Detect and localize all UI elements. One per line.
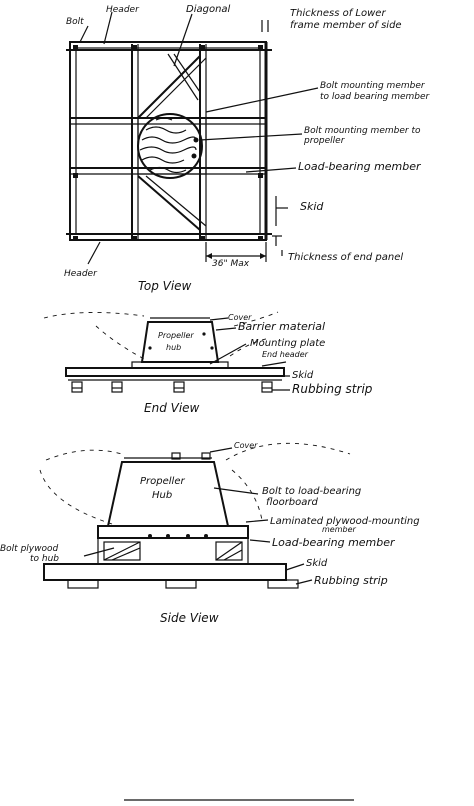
top-view: Bolt Header Diagonal Thickness of Lower … (64, 4, 431, 293)
bolt-mount-prop-label-1: Bolt mounting member to (304, 126, 421, 136)
end-hub-label-1: Propeller (158, 331, 194, 340)
side-hub-label-2: Hub (152, 490, 172, 501)
end-view-caption: End View (144, 401, 200, 415)
end-hub-label-2: hub (166, 343, 181, 352)
side-skid-label: Skid (306, 558, 328, 569)
header-bottom-label: Header (64, 269, 98, 279)
bolt-mount-prop-label-2: propeller (303, 136, 346, 146)
end-skid-label: Skid (292, 370, 314, 381)
side-view: Cover Propeller Hub Bolt to load-bearing… (0, 441, 420, 625)
laminated-label-1: Laminated plywood-mounting (270, 516, 420, 527)
thickness-lower-label-1: Thickness of Lower (290, 8, 386, 19)
end-view: Cover Barrier material Propeller hub Mou… (43, 311, 373, 415)
end-rubbing-strip-label: Rubbing strip (292, 382, 373, 396)
top-view-leaders (79, 11, 319, 265)
bolt-marks (73, 45, 263, 241)
end-header-label: End header (262, 350, 309, 359)
diagonal-label: Diagonal (186, 4, 231, 15)
side-hub-label-1: Propeller (140, 476, 185, 487)
side-view-caption: Side View (160, 611, 219, 625)
propeller-disc (137, 113, 203, 179)
side-load-bearing-label: Load-bearing member (272, 536, 396, 549)
thickness-lower-label-2: frame member of side (290, 20, 402, 31)
bolt-lb-label-1: Bolt to load-bearing (262, 486, 361, 497)
bolt-mount-lbm-label-2: to load bearing member (320, 92, 431, 102)
side-cover-label: Cover (234, 441, 258, 450)
bolt-plywood-label-1: Bolt plywood (0, 544, 58, 554)
barrier-label: Barrier material (238, 320, 325, 333)
mounting-plate-label: Mounting plate (250, 338, 325, 349)
bolt-lb-label-2: floorboard (266, 497, 319, 508)
bolt-plywood-label-2: to hub (30, 554, 59, 564)
top-view-frame (66, 41, 272, 241)
load-bearing-label: Load-bearing member (298, 160, 422, 173)
bolt-mount-lbm-label-1: Bolt mounting member (320, 81, 426, 91)
header-top-label: Header (106, 5, 140, 15)
end-hub-outline (140, 321, 220, 363)
bolt-label: Bolt (66, 17, 84, 27)
side-rubbing-strip-label: Rubbing strip (314, 574, 388, 587)
dimension-label: 36" Max (212, 259, 250, 269)
end-cover-label: Cover (228, 313, 252, 322)
top-view-caption: Top View (138, 279, 192, 293)
skid-label-top: Skid (300, 200, 324, 213)
laminated-label-2: member (322, 525, 357, 534)
thickness-end-label: Thickness of end panel (288, 252, 403, 263)
